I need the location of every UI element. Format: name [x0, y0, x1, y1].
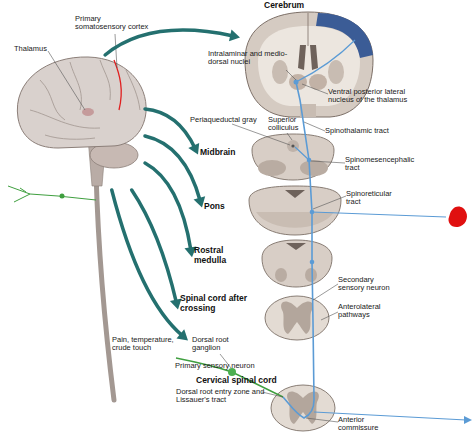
section-heading: Pons	[204, 202, 244, 212]
thalamus-mark	[82, 108, 94, 116]
section-panel: Spinal cord after crossing	[178, 292, 332, 342]
section-heading: Rostral medulla	[194, 246, 249, 265]
arrow-head	[188, 143, 199, 155]
reticular-target	[448, 206, 467, 227]
cerebral-hemisphere	[17, 57, 146, 148]
periaqueductal-gray	[287, 140, 299, 152]
anterolateral-pathway	[283, 82, 314, 418]
nerve-ganglion	[60, 194, 65, 199]
spinal-cord	[96, 172, 114, 400]
pons-section	[249, 186, 341, 235]
ventricle	[298, 45, 318, 70]
structure-label: Superior colliculus	[268, 116, 308, 133]
structure-label: Intralaminar and medio-dorsal nuclei	[208, 50, 288, 67]
section-panel: Rostral medulla	[192, 238, 337, 286]
olive	[305, 268, 317, 282]
section-heading: Spinal cord after crossing	[180, 294, 264, 313]
cerebral-peduncle	[258, 160, 286, 176]
structure-label: Thalamus	[14, 45, 74, 53]
thalamocortical-fibre	[296, 40, 355, 82]
olive	[275, 268, 287, 282]
sulcus-lines	[30, 60, 140, 139]
basilar-pons	[256, 212, 334, 228]
somatosensory-cortex	[316, 13, 373, 58]
structure-label: Ventral posterior lateral nucleus of the…	[328, 88, 424, 105]
spinal-cord-section	[265, 296, 329, 340]
connector-line	[145, 136, 200, 201]
structure-label: Spinomesencephalic tract	[345, 156, 417, 173]
connector-line	[132, 190, 177, 303]
arrow-head	[229, 29, 240, 41]
connector-arrow	[112, 190, 188, 340]
basal-ganglia	[328, 60, 344, 84]
brain-illustration: Primary somatosensory cortexThalamus	[12, 55, 145, 190]
connector-line	[145, 109, 195, 148]
somatosensory-strip	[114, 60, 121, 110]
medulla-section	[262, 240, 332, 287]
synapse-dot	[310, 210, 315, 215]
arrow-head	[176, 329, 188, 340]
synapse-dot	[294, 80, 299, 85]
cerebral-peduncle	[300, 160, 328, 176]
section-panel: Midbrain	[198, 133, 338, 181]
structure-label: Spinothalamic tract	[325, 127, 417, 135]
collateral-fibre	[295, 147, 446, 217]
section-panel: Pons	[202, 185, 345, 235]
structure-label: Anterior commissure	[338, 416, 390, 433]
structure-label: Dorsal root ganglion	[192, 336, 242, 353]
peripheral-nerve	[8, 186, 96, 202]
structure-label: Spinoreticular tract	[346, 190, 406, 207]
aqueduct	[291, 144, 294, 147]
connector-line	[145, 163, 191, 250]
structure-label: Primary somatosensory cortex	[75, 15, 149, 32]
gray-matter	[281, 301, 313, 334]
section-heading: Midbrain	[200, 148, 250, 158]
midline	[308, 13, 309, 46]
spinal-cord-section	[271, 385, 335, 431]
section-heading: Cerebrum	[264, 1, 344, 11]
structure-label: Primary sensory neuron	[175, 362, 270, 370]
arrow-head	[170, 298, 182, 309]
output-arrowhead	[464, 416, 472, 424]
structure-label: Anterolateral pathways	[338, 303, 394, 320]
synapse-dot	[310, 260, 315, 265]
connector-arrow	[145, 136, 205, 208]
basal-ganglia	[272, 60, 288, 84]
midbrain-section	[252, 134, 334, 180]
connector-line	[112, 190, 183, 336]
structure-label: Periaqueductal gray	[190, 116, 270, 124]
arrow-head	[194, 196, 206, 207]
section-heading: Cervical spinal cord	[196, 376, 277, 386]
structure-label: Pain, temperature, crude touch	[112, 336, 174, 353]
fourth-ventricle	[286, 243, 306, 250]
synapse-dot	[307, 158, 312, 163]
output-line	[314, 412, 466, 420]
connector-arrow	[145, 163, 196, 257]
leader-line	[48, 34, 117, 110]
fourth-ventricle	[285, 190, 305, 198]
connector-arrow	[132, 190, 182, 310]
structure-label: Secondary sensory neuron	[338, 276, 402, 293]
structure-label: Dorsal root entry zone and Lissauer's tr…	[176, 388, 266, 405]
